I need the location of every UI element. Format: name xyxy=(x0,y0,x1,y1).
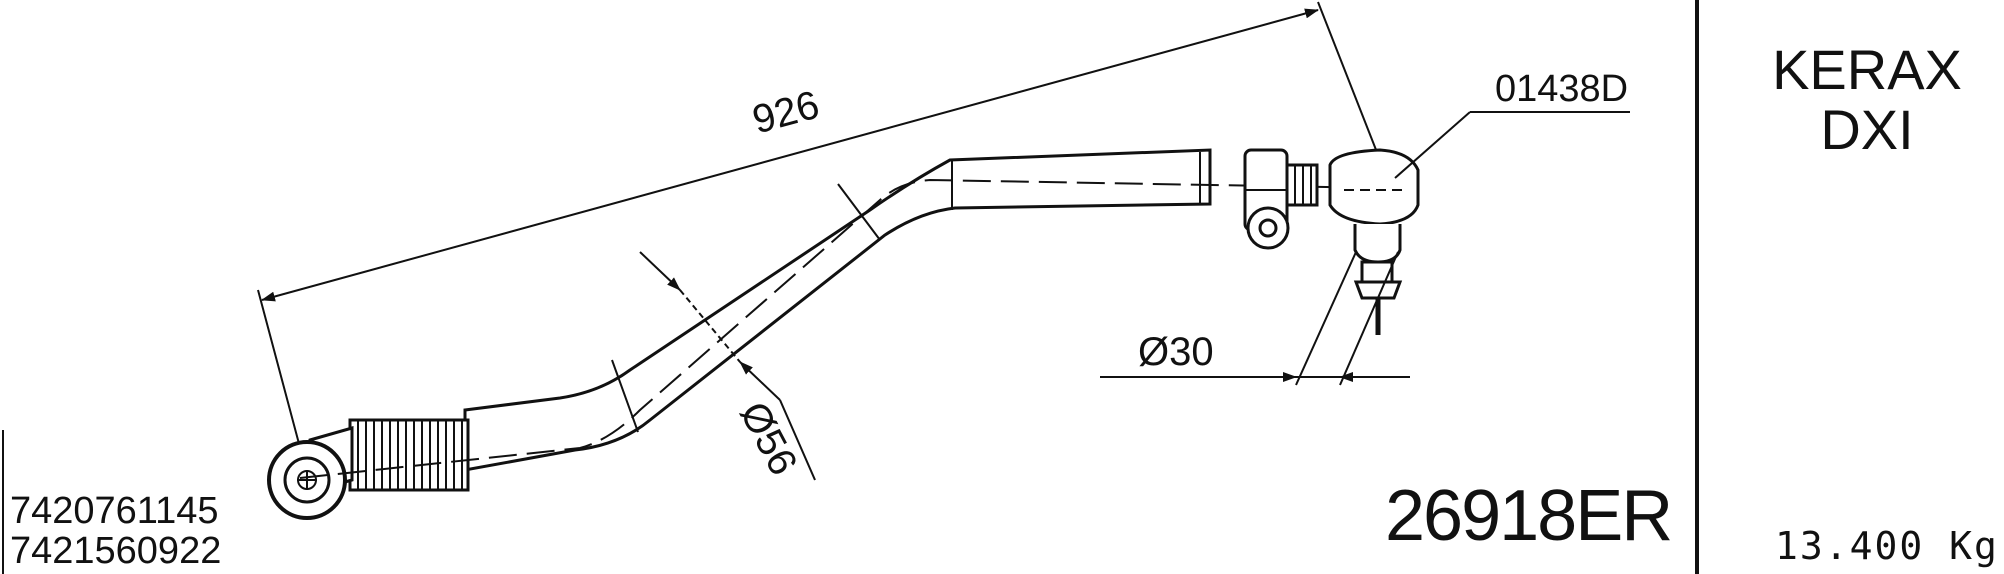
oem-number-2: 7421560922 xyxy=(10,530,222,572)
pin-diameter-dimension xyxy=(1100,251,1410,386)
center-line xyxy=(299,178,1381,479)
right-ball-joint xyxy=(1328,148,1420,335)
length-dimension xyxy=(257,1,1381,456)
component-leader xyxy=(1394,111,1630,179)
model-line-1: KERAX xyxy=(1772,38,1962,101)
oem-number-1: 7420761145 xyxy=(10,490,219,532)
model-line-2: DXI xyxy=(1820,98,1914,161)
threaded-section xyxy=(348,418,470,492)
component-code: 01438D xyxy=(1495,68,1629,110)
weight-label: 13.400 Kg xyxy=(1775,524,1999,568)
left-eye-joint xyxy=(267,426,354,520)
pin-diameter-label: Ø30 xyxy=(1138,330,1214,374)
tube-diameter-dimension xyxy=(639,251,816,481)
part-number: 26918ER xyxy=(1385,476,1673,556)
clamp xyxy=(1243,148,1319,250)
tie-rod-tube xyxy=(463,148,1212,472)
